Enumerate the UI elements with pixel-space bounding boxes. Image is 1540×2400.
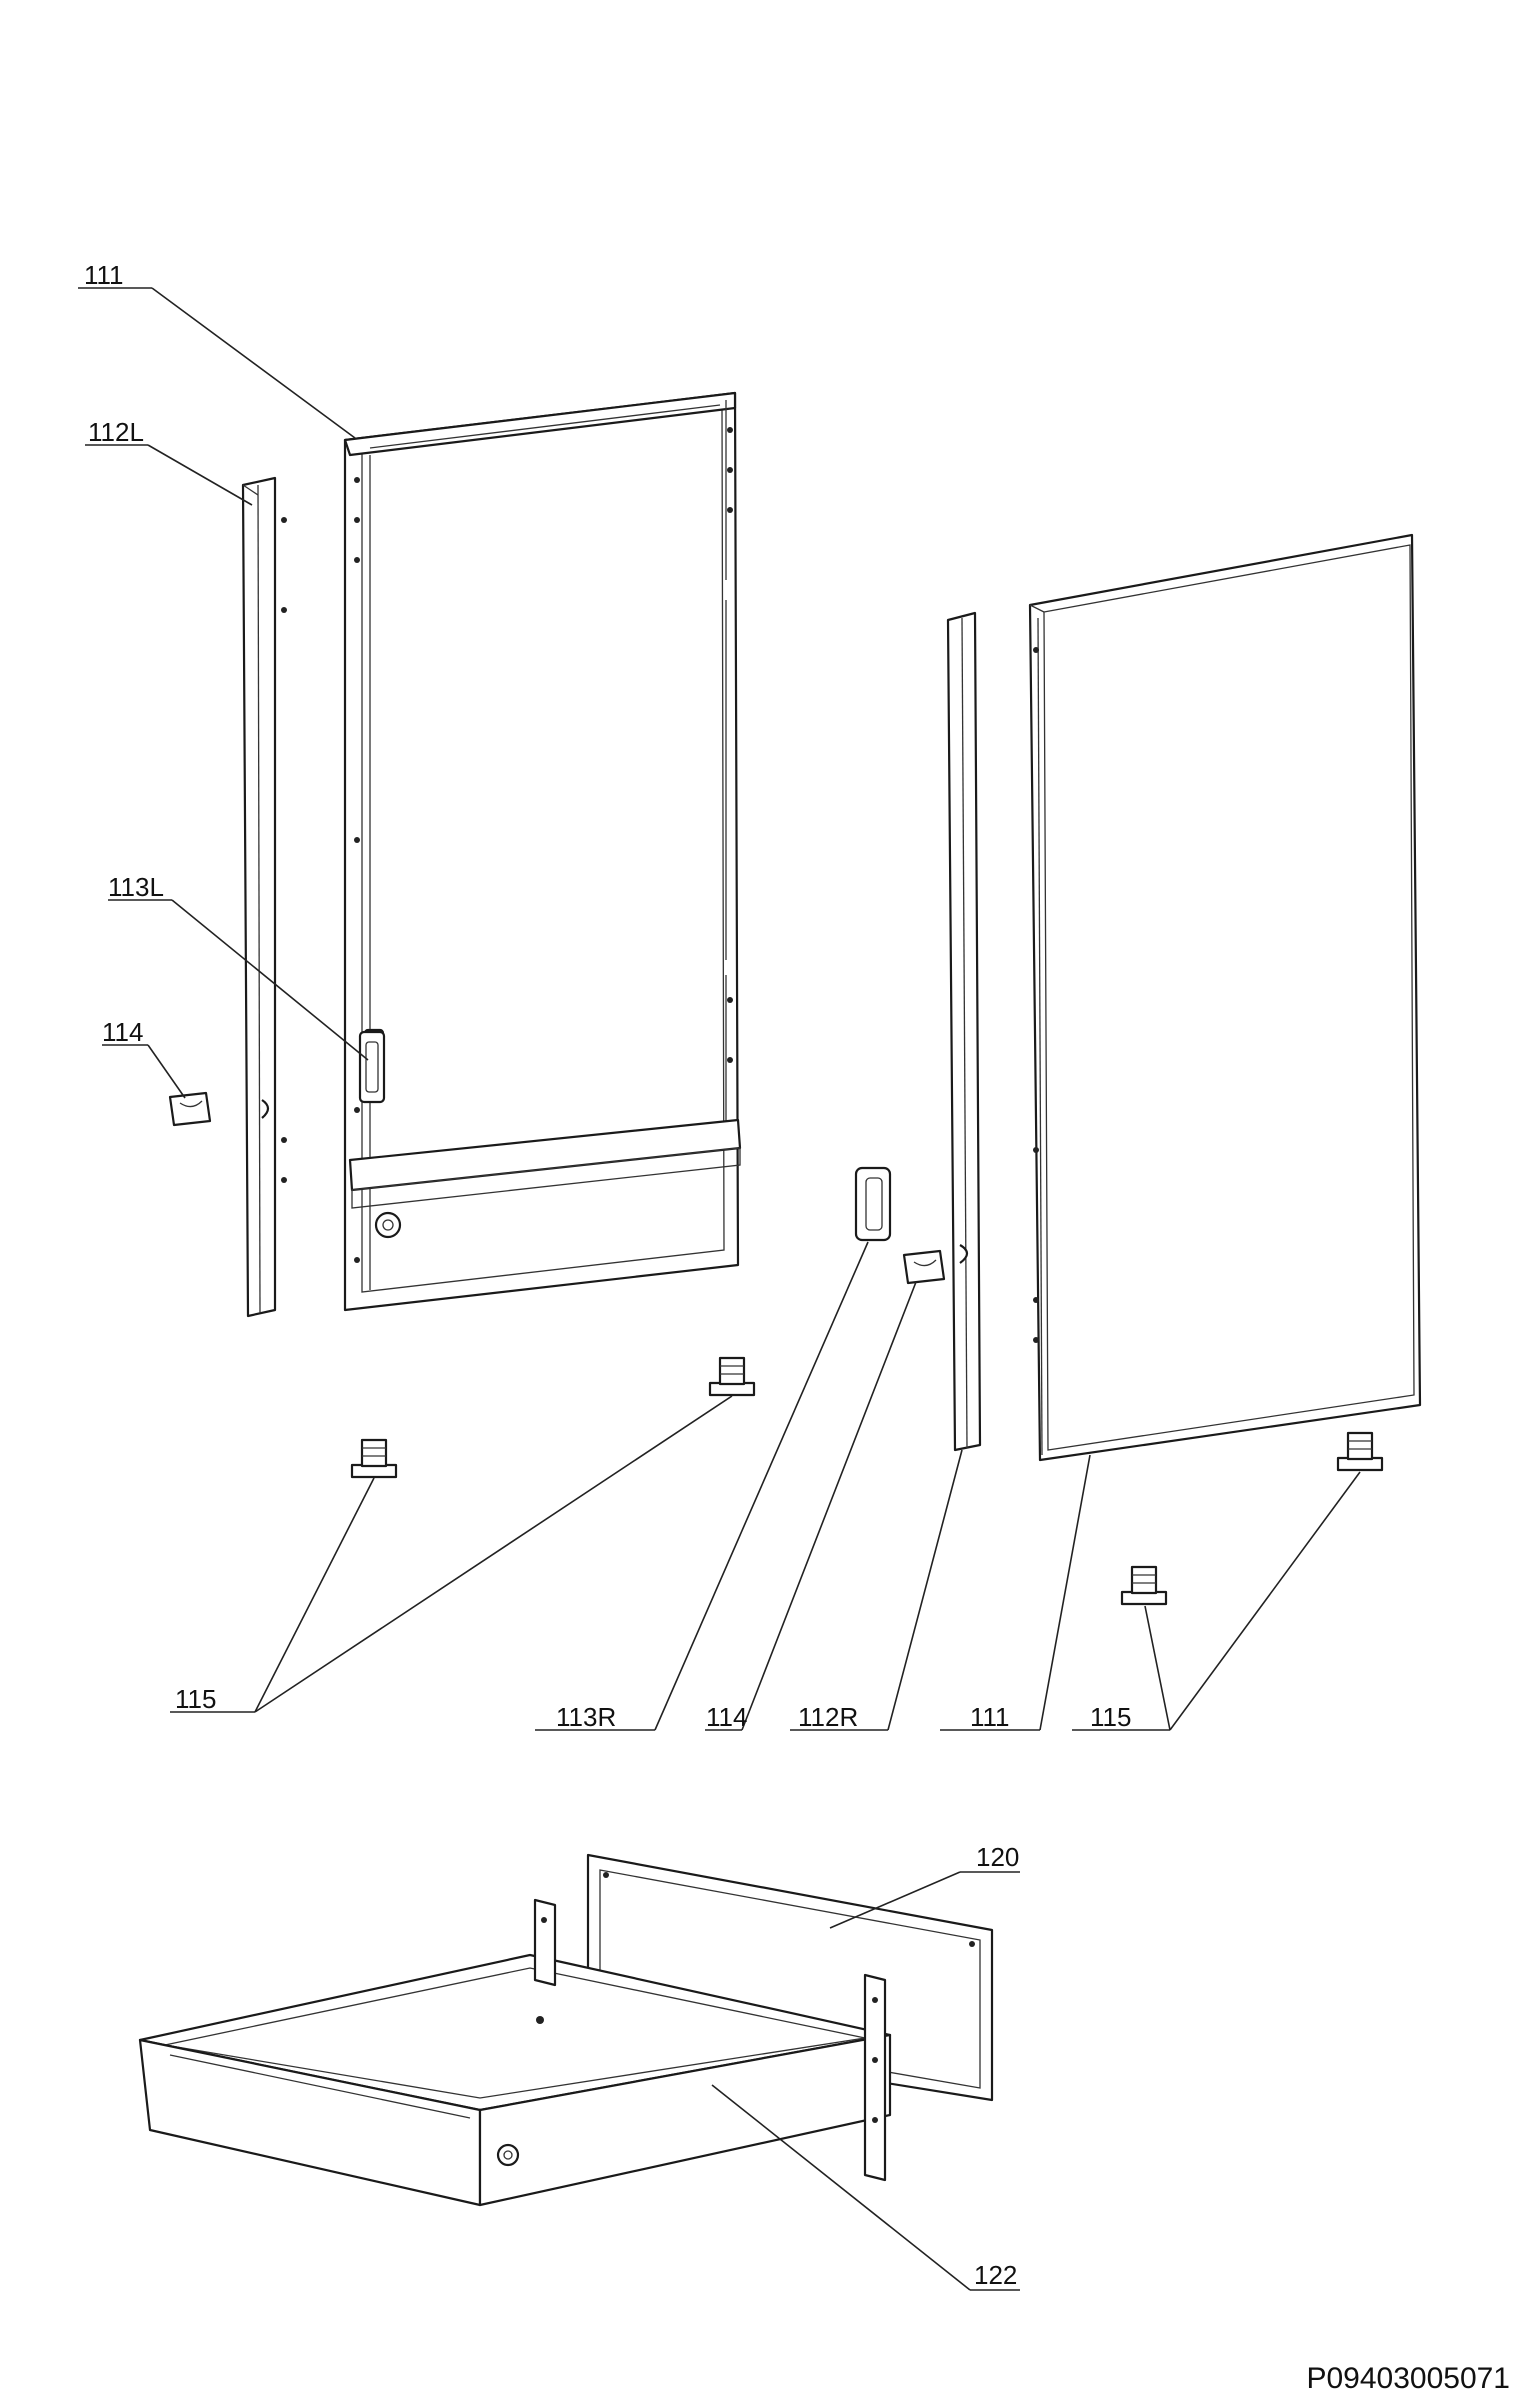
label-114-right: 114	[706, 1702, 747, 1732]
label-120: 120	[976, 1842, 1019, 1872]
label-115-left: 115	[175, 1684, 216, 1714]
left-profile-bar	[241, 476, 287, 1318]
base-tray	[138, 1898, 892, 2207]
left-clip	[168, 1091, 212, 1127]
right-profile-bar	[946, 611, 982, 1452]
drawing-reference-code: P09403005071	[1306, 2362, 1510, 2395]
label-114-left: 114	[102, 1017, 143, 1047]
foot-left-2	[708, 1356, 756, 1397]
label-112R: 112R	[798, 1702, 858, 1732]
label-122: 122	[974, 2260, 1017, 2290]
leader-lines	[78, 287, 1361, 2291]
label-111-left: 111	[84, 260, 124, 290]
right-side-panel	[1028, 533, 1422, 1462]
foot-right-2	[1120, 1565, 1168, 1606]
foot-left-1	[350, 1438, 398, 1479]
label-112L: 112L	[88, 417, 144, 447]
left-side-panel	[343, 391, 742, 1312]
foot-right-1	[1336, 1431, 1384, 1472]
label-113L: 113L	[108, 872, 164, 902]
label-115-right: 115	[1090, 1702, 1131, 1732]
label-111-right: 111	[970, 1702, 1010, 1732]
right-clip	[902, 1249, 946, 1285]
right-hinge-bracket	[854, 1166, 892, 1242]
label-113R: 113R	[556, 1702, 616, 1732]
left-hinge-bracket	[358, 1030, 386, 1104]
